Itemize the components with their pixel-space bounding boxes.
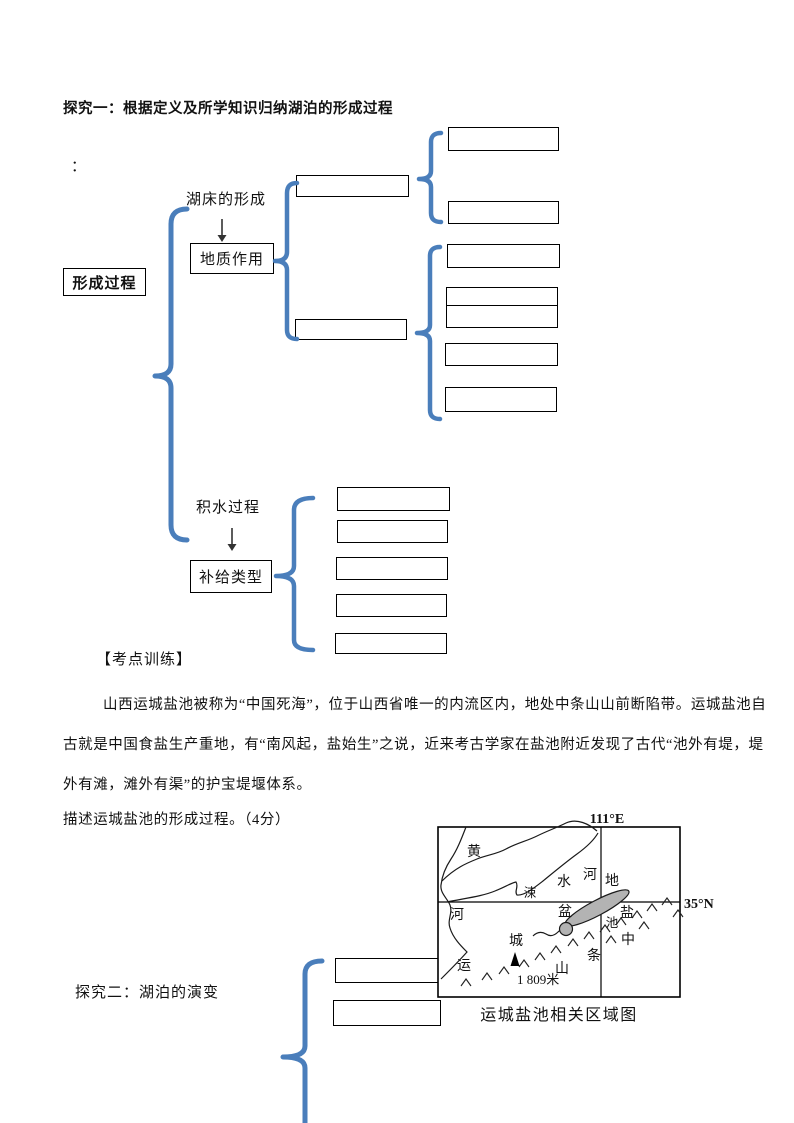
blank-box[interactable] [445,343,558,366]
section-two-title: 探究二：湖泊的演变 [75,985,220,1001]
blank-box[interactable] [296,175,409,197]
brace-geology [272,180,300,342]
down-arrow [217,219,227,242]
peak-elevation-label: 1 809米 [517,972,559,987]
blank-box[interactable] [336,594,447,617]
map-char-chi: 池 [606,916,619,930]
blank-box[interactable] [337,520,448,543]
peak-triangle [510,952,520,966]
map-char-pen: 盆 [558,904,572,920]
brace-middle-top [416,130,444,225]
geologic-action-box: 地质作用 [190,243,274,274]
mountain-chain [460,897,684,987]
blank-box[interactable] [335,958,441,983]
map-caption: 运城盐池相关区域图 [480,1007,638,1024]
su-river-lower-line [446,832,599,903]
region-map: 111°E 35°N 黄 河 涑 水 河 地 盆 盐 池 中 条 山 运 城 1… [437,812,714,998]
passage-line: 古就是中国食盐生产重地，有“南风起，盐始生”之说，近来考古学家在盐池附近发现了古… [63,737,764,753]
brace-formation [152,206,190,543]
map-char-zhong: 中 [621,932,635,948]
passage-line: 外有滩，滩外有渠”的护宝堤堰体系。 [63,777,312,793]
map-char-tiao: 条 [587,947,601,964]
training-header: 【考点训练】 [96,652,193,668]
blank-box[interactable] [447,244,560,268]
blank-box[interactable] [333,1000,441,1026]
blank-box[interactable] [446,305,558,328]
map-char-he: 河 [583,867,597,883]
blank-box[interactable] [335,633,447,654]
salt-lake-shape [558,889,630,937]
map-char-he: 河 [450,907,464,923]
su-river-upper-line [441,820,598,882]
map-longitude-label: 111°E [590,812,624,827]
yellow-river-line [440,826,468,980]
map-char-cheng: 城 [509,933,523,949]
passage-line: 山西运城盐池被称为“中国死海”，位于山西省唯一的内流区内，地处中条山山前断陷带。… [103,697,767,713]
down-arrow [227,528,237,551]
blank-box[interactable] [295,319,407,340]
brace-evolution [280,958,325,1123]
blank-box[interactable] [445,387,557,412]
brace-recharge [273,495,316,653]
blank-box[interactable] [448,127,559,151]
map-char-di: 地 [605,873,619,889]
water-accumulation-label: 积水过程 [196,500,261,516]
map-latitude-label: 35°N [684,897,714,912]
map-char-su: 涑 [524,886,537,900]
map-border [437,826,681,998]
stream-line [532,929,565,937]
stray-colon: ： [71,159,88,175]
blank-box[interactable] [448,201,559,224]
brace-middle-bottom [414,244,443,422]
question-text: 描述运城盐池的形成过程。（4分） [63,812,291,828]
section-one-title: 探究一：根据定义及所学知识归纳湖泊的形成过程 [63,101,393,117]
blank-box[interactable] [446,287,558,306]
map-char-huang: 黄 [467,843,481,860]
blank-box[interactable] [337,487,450,511]
formation-process-box: 形成过程 [63,268,146,296]
map-char-yun: 运 [457,958,471,974]
map-char-yan: 盐 [620,905,634,921]
lakebed-formation-label: 湖床的形成 [186,192,267,208]
recharge-type-box: 补给类型 [190,560,272,593]
blank-box[interactable] [336,557,448,580]
map-char-shan: 山 [555,961,569,977]
map-char-shui: 水 [557,874,571,890]
